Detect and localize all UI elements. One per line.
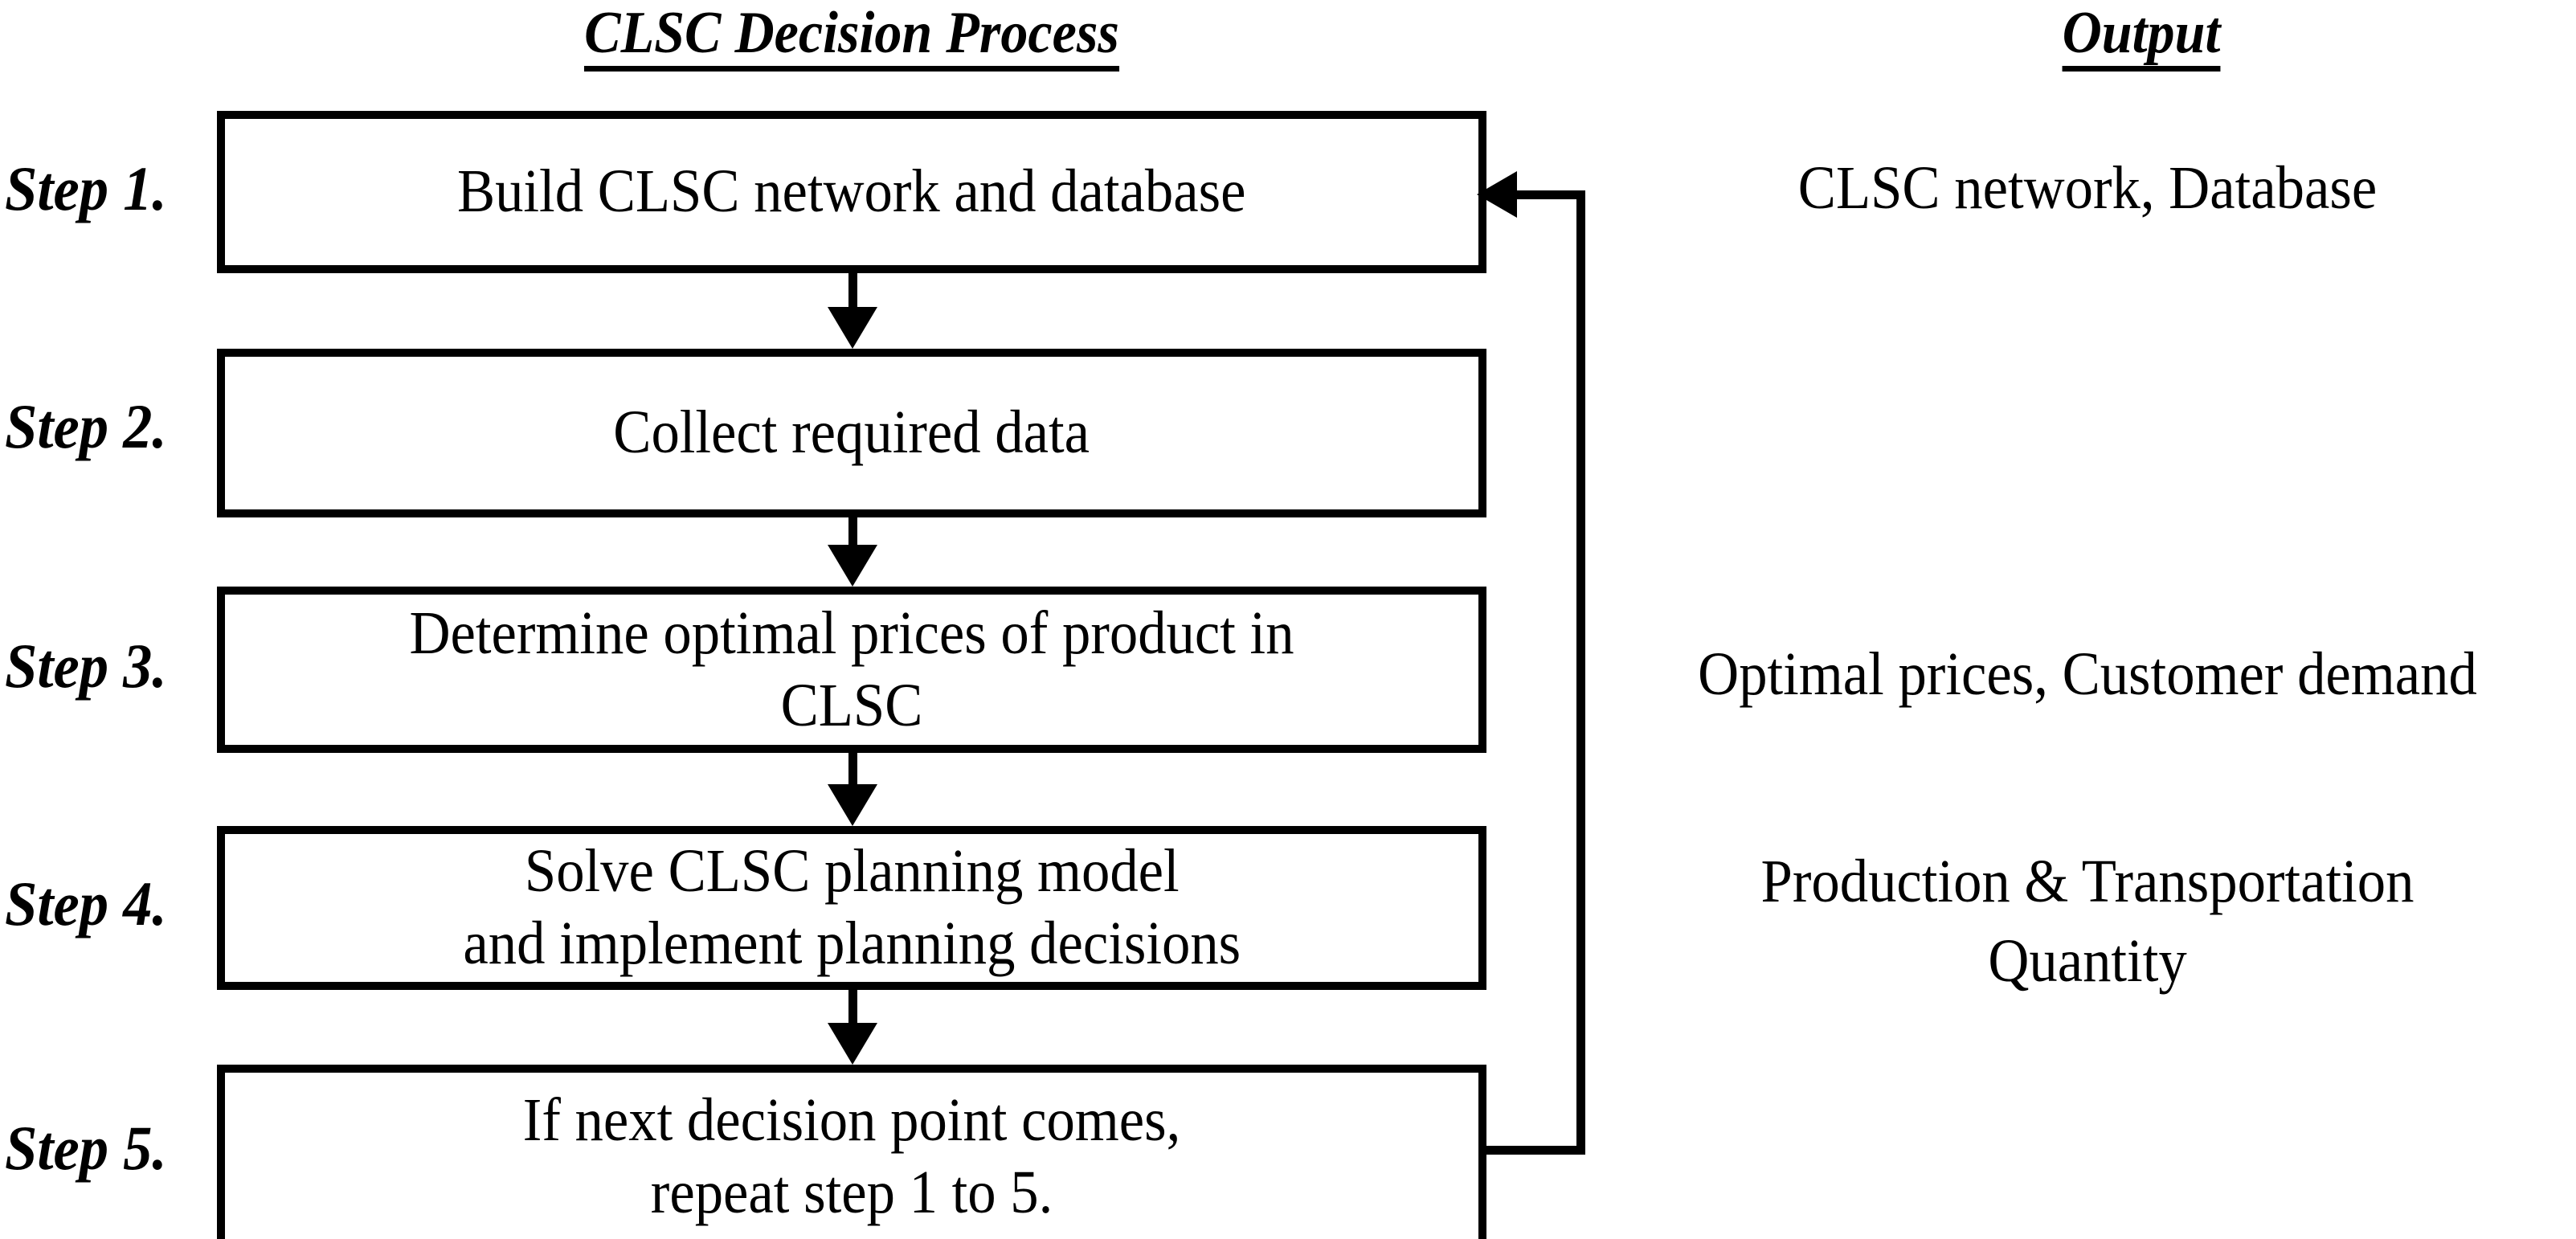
process-box-step-5-text: If next decision point comes, repeat ste… (522, 1086, 1181, 1226)
process-box-step-3[interactable]: Determine optimal prices of product in C… (217, 587, 1486, 753)
arrow-down-icon-step2-step3 (828, 517, 877, 587)
process-box-step-5[interactable]: If next decision point comes, repeat ste… (217, 1065, 1486, 1239)
step-label-5: Step 5. (5, 1113, 167, 1183)
column-header-output-label: Output (2062, 3, 2221, 72)
process-box-step-2[interactable]: Collect required data (217, 349, 1486, 517)
feedback-vertical-segment (1576, 190, 1585, 1155)
process-box-step-1[interactable]: Build CLSC network and database (217, 111, 1486, 273)
process-box-step-4-text: Solve CLSC planning model and implement … (463, 837, 1241, 977)
process-box-step-4[interactable]: Solve CLSC planning model and implement … (217, 826, 1486, 990)
process-box-step-3-text: Determine optimal prices of product in C… (409, 599, 1294, 739)
arrow-down-icon-step1-step2 (828, 273, 877, 349)
arrow-down-icon-step4-step5 (828, 990, 877, 1065)
feedback-arrowhead-icon (1477, 171, 1517, 218)
column-header-process: CLSC Decision Process (482, 3, 1221, 72)
step-label-3: Step 3. (5, 631, 167, 701)
step-label-2: Step 2. (5, 391, 167, 461)
step-label-1: Step 1. (5, 153, 167, 223)
feedback-bottom-segment (1480, 1146, 1585, 1155)
arrow-down-icon-step3-step4 (828, 753, 877, 826)
output-text-step-4: Production & Transportation Quantity (1760, 848, 2414, 995)
step-label-4: Step 4. (5, 869, 167, 938)
output-text-step-1: CLSC network, Database (1797, 154, 2378, 222)
column-header-output: Output (1790, 3, 2492, 72)
output-text-step-3: Optimal prices, Customer demand (1698, 640, 2477, 708)
process-box-step-2-text: Collect required data (613, 399, 1090, 467)
feedback-top-segment (1511, 190, 1585, 199)
process-box-step-1-text: Build CLSC network and database (457, 157, 1246, 226)
column-header-process-label: CLSC Decision Process (584, 3, 1119, 72)
